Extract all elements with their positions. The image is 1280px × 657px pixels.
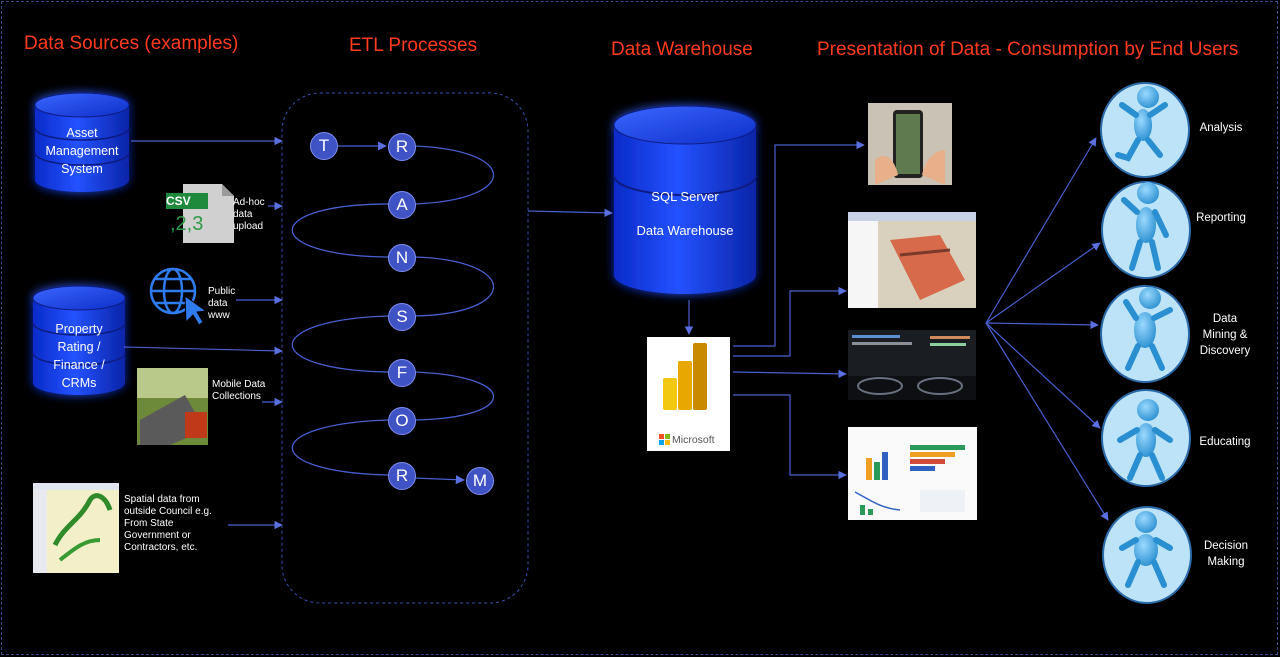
user-label-decision-making: Decision Making: [1181, 538, 1271, 570]
user-label-line: Decision: [1203, 540, 1249, 552]
user-figure-educating: [1101, 389, 1191, 487]
etl-letter: R: [388, 133, 416, 161]
asset-line-3: System: [61, 162, 103, 176]
heading-data-sources: Data Sources (examples): [24, 33, 239, 54]
mobile-label-line: Mobile Data: [212, 379, 266, 390]
etl-letter: F: [388, 359, 416, 387]
asset-line-2: Management: [45, 144, 119, 158]
etl-letter: A: [388, 191, 416, 219]
heading-presentation: Presentation of Data - Consumption by En…: [817, 39, 1239, 60]
user-figures: [1100, 82, 1192, 604]
etl-letter: M: [466, 467, 494, 495]
spatial-label-line: Contractors, etc.: [124, 542, 198, 553]
mobile-data-label: Mobile Data Collections: [212, 379, 265, 403]
spatial-label-line: Spatial data from: [124, 494, 200, 505]
spatial-label-line: Government or: [124, 530, 191, 541]
warehouse-line-1: SQL Server: [651, 189, 719, 204]
etl-letter: R: [388, 462, 416, 490]
user-figure-decision: [1102, 506, 1192, 604]
user-label-data-mining: Data Mining & Discovery: [1180, 311, 1270, 359]
user-figure-reporting: [1101, 181, 1191, 279]
etl-letter: O: [388, 407, 416, 435]
rating-line-3: Finance /: [53, 358, 105, 372]
mobile-label-line: Collections: [212, 391, 261, 402]
heading-data-warehouse: Data Warehouse: [611, 39, 753, 60]
user-figure-mining: [1100, 285, 1190, 383]
csv-icon-bottom-text: ,2,3: [170, 213, 204, 235]
etl-letter: S: [388, 303, 416, 331]
csv-label-line: data: [233, 209, 253, 220]
heading-etl-processes: ETL Processes: [349, 35, 478, 56]
public-label-line: Public: [208, 286, 236, 297]
dashboard-screenshot: [848, 427, 977, 520]
public-label-line: www: [208, 310, 230, 321]
rating-line-4: CRMs: [61, 376, 97, 390]
user-label-line: Analysis: [1199, 122, 1243, 134]
rating-cylinder: [32, 285, 126, 395]
etl-letter: T: [310, 132, 338, 160]
etl-letter: N: [388, 244, 416, 272]
user-label-line: Reporting: [1196, 212, 1246, 224]
user-label-line: Educating: [1199, 436, 1251, 448]
public-data-label: Public data www: [208, 286, 235, 322]
csv-label-line: Ad-hoc: [233, 197, 265, 208]
microsoft-brand-text: Microsoft: [672, 434, 715, 446]
spatial-map: [33, 483, 119, 573]
phone-photo: [868, 103, 952, 185]
user-label-line: Discovery: [1199, 345, 1251, 357]
csv-icon: [166, 184, 234, 243]
user-label-line: Mining &: [1202, 329, 1248, 341]
code-screen-photo: [848, 330, 976, 400]
mobile-photo: [137, 368, 208, 445]
globe-icon: [149, 267, 208, 326]
warehouse-line-2: Data Warehouse: [636, 223, 734, 238]
powerbi-tile: [647, 337, 730, 451]
user-figure-analysis: [1100, 82, 1190, 178]
asset-cylinder: [34, 92, 130, 192]
rating-line-1: Property: [55, 322, 103, 336]
asset-line-1: Asset: [66, 126, 98, 140]
asset-cylinder-label: Asset Management System: [35, 124, 129, 178]
user-label-line: Making: [1207, 556, 1245, 568]
spatial-data-label: Spatial data from outside Council e.g. F…: [124, 494, 212, 554]
csv-label-line: upload: [233, 221, 264, 232]
csv-icon-top-text: CSV: [166, 194, 191, 208]
rating-cylinder-label: Property Rating / Finance / CRMs: [33, 320, 125, 392]
user-label-reporting: Reporting: [1176, 210, 1266, 226]
user-label-analysis: Analysis: [1176, 120, 1266, 136]
public-label-line: data: [208, 298, 228, 309]
user-label-line: Data: [1212, 313, 1238, 325]
gis-screenshot: [848, 212, 976, 308]
etl-box: [281, 92, 529, 604]
etl-spiral: [291, 141, 495, 485]
csv-label: Ad-hoc data upload: [233, 197, 265, 233]
spatial-label-line: outside Council e.g.: [124, 506, 212, 517]
user-label-educating: Educating: [1180, 434, 1270, 450]
warehouse-cylinder-label: SQL Server Data Warehouse: [614, 180, 756, 248]
spatial-label-line: From State: [124, 518, 174, 529]
warehouse-cylinder: [613, 105, 757, 294]
rating-line-2: Rating /: [57, 340, 101, 354]
